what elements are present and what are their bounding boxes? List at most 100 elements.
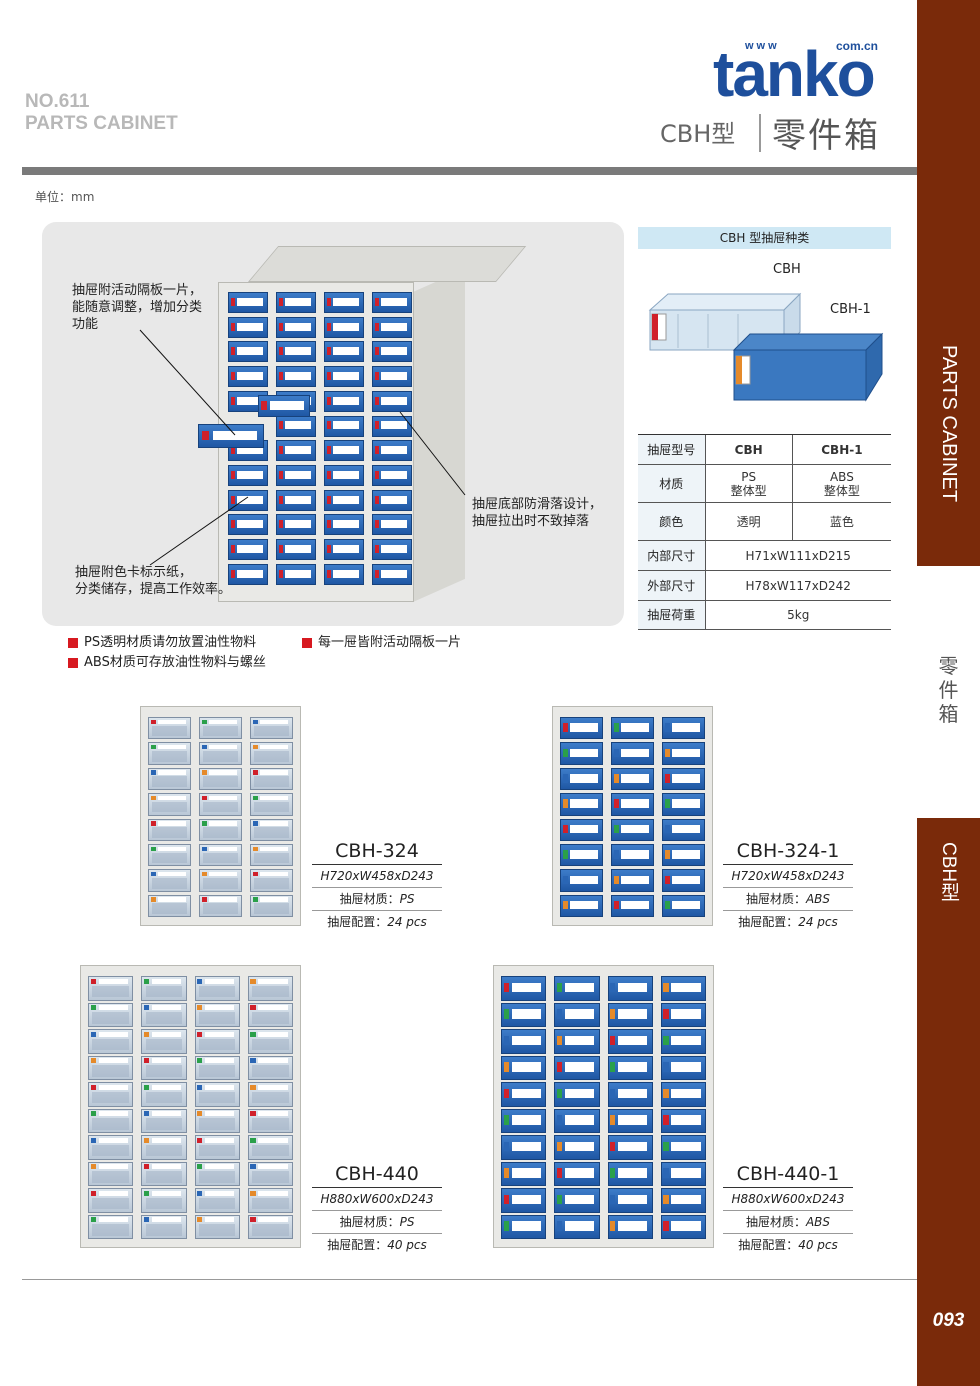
spec-cell-line: PS — [741, 469, 757, 484]
drawer — [607, 1029, 653, 1054]
sidebar-zh-char: 箱 — [938, 702, 959, 726]
product-name: CBH-324-1 — [723, 840, 853, 865]
pulled-drawer — [258, 395, 310, 417]
product-name: CBH-440-1 — [723, 1163, 853, 1188]
drawer — [199, 818, 242, 841]
drawer — [148, 869, 191, 892]
sidebar-zh-char: 零 — [938, 654, 959, 678]
drawer — [324, 563, 364, 585]
spec-cell: CBH-1 — [791, 434, 891, 465]
drawer — [247, 1082, 293, 1107]
material-value: PS — [399, 1215, 415, 1229]
pulled-drawer — [198, 424, 264, 448]
drawer — [662, 767, 705, 791]
drawer — [141, 1108, 187, 1133]
drawer — [88, 1108, 134, 1133]
drawer — [247, 1055, 293, 1080]
drawer — [324, 464, 364, 486]
drawer — [660, 1108, 706, 1133]
drawer — [372, 539, 412, 560]
drawer — [247, 1214, 293, 1239]
product-config: 抽屉配置：24 pcs — [723, 911, 853, 933]
drawer — [662, 717, 705, 740]
cabinet-cbh-440-1 — [493, 965, 714, 1248]
drawer — [372, 366, 412, 388]
drawer-types-title: CBH 型抽屉种类 — [638, 227, 891, 249]
drawer — [228, 292, 268, 313]
material-value: PS — [399, 892, 415, 906]
drawer — [660, 1214, 706, 1239]
label-cbh-1: CBH-1 — [830, 302, 871, 317]
drawer — [554, 1214, 600, 1239]
drawer — [88, 1161, 134, 1186]
drawer — [501, 1161, 547, 1186]
drawer — [554, 1029, 600, 1054]
drawer — [141, 1029, 187, 1054]
drawer — [276, 341, 316, 363]
drawer — [148, 767, 191, 791]
drawer — [554, 1188, 600, 1213]
drawer — [607, 1082, 653, 1107]
drawer — [250, 894, 293, 917]
drawer — [611, 717, 654, 740]
drawer — [88, 1135, 134, 1160]
drawer — [228, 563, 268, 585]
sidebar-block-top — [917, 0, 980, 566]
callout-line: 抽屉附活动隔板一片， — [72, 283, 203, 298]
spec-cell: 5kg — [704, 600, 891, 630]
drawer — [199, 717, 242, 740]
cabinet-cbh-324 — [140, 706, 301, 926]
drawer — [250, 742, 293, 765]
drawer — [141, 1082, 187, 1107]
drawer — [194, 976, 240, 1001]
logo-www: www — [745, 40, 780, 52]
drawer — [324, 539, 364, 560]
drawer — [228, 539, 268, 560]
spec-key: 颜色 — [638, 502, 705, 541]
drawer — [276, 440, 316, 462]
title-divider — [759, 114, 761, 152]
config-value: 40 pcs — [798, 1238, 838, 1252]
drawer — [194, 1188, 240, 1213]
spec-row-color: 颜色 透明 蓝色 — [638, 502, 891, 541]
spec-row-outer: 外部尺寸 H78xW117xD242 — [638, 570, 891, 601]
drawer — [554, 1135, 600, 1160]
drawer-types-illustration — [648, 292, 884, 402]
drawer — [660, 1029, 706, 1054]
drawer — [250, 717, 293, 740]
drawer — [247, 1108, 293, 1133]
drawer — [662, 869, 705, 892]
product-size: H880xW600xD243 — [312, 1188, 442, 1211]
config-value: 40 pcs — [387, 1238, 427, 1252]
drawer — [141, 1188, 187, 1213]
product-cbh-440-1: CBH-440-1 H880xW600xD243 抽屉材质：ABS 抽屉配置：4… — [723, 1163, 853, 1256]
drawer — [554, 1055, 600, 1080]
callout-antislip: 抽屉底部防滑落设计， 抽屉拉出时不致掉落 — [472, 496, 602, 530]
callout-line: 抽屉底部防滑落设计， — [472, 497, 603, 512]
product-material: 抽屉材质：ABS — [723, 1211, 853, 1234]
callout-label: 抽屉附色卡标示纸， 分类储存，提高工作效率。 — [75, 564, 231, 598]
drawer — [554, 1002, 600, 1027]
drawer — [88, 1082, 134, 1107]
series-name: PARTS CABINET — [25, 113, 178, 134]
drawer — [501, 1002, 547, 1027]
product-name: CBH-324 — [312, 840, 442, 865]
drawer — [607, 1214, 653, 1239]
drawer — [560, 742, 603, 765]
drawer — [199, 742, 242, 765]
drawer — [276, 316, 316, 338]
drawer — [148, 717, 191, 740]
spec-row-inner: 内部尺寸 H71xW111xD215 — [638, 540, 891, 571]
drawer — [88, 1029, 134, 1054]
drawer — [501, 1135, 547, 1160]
drawer — [611, 793, 654, 816]
header-rule — [22, 167, 917, 175]
sidebar-series: PARTS CABINET — [917, 345, 980, 502]
drawer — [372, 341, 412, 363]
drawer — [560, 767, 603, 791]
drawer — [662, 742, 705, 765]
size-value: H720xW458xD243 — [731, 869, 845, 883]
